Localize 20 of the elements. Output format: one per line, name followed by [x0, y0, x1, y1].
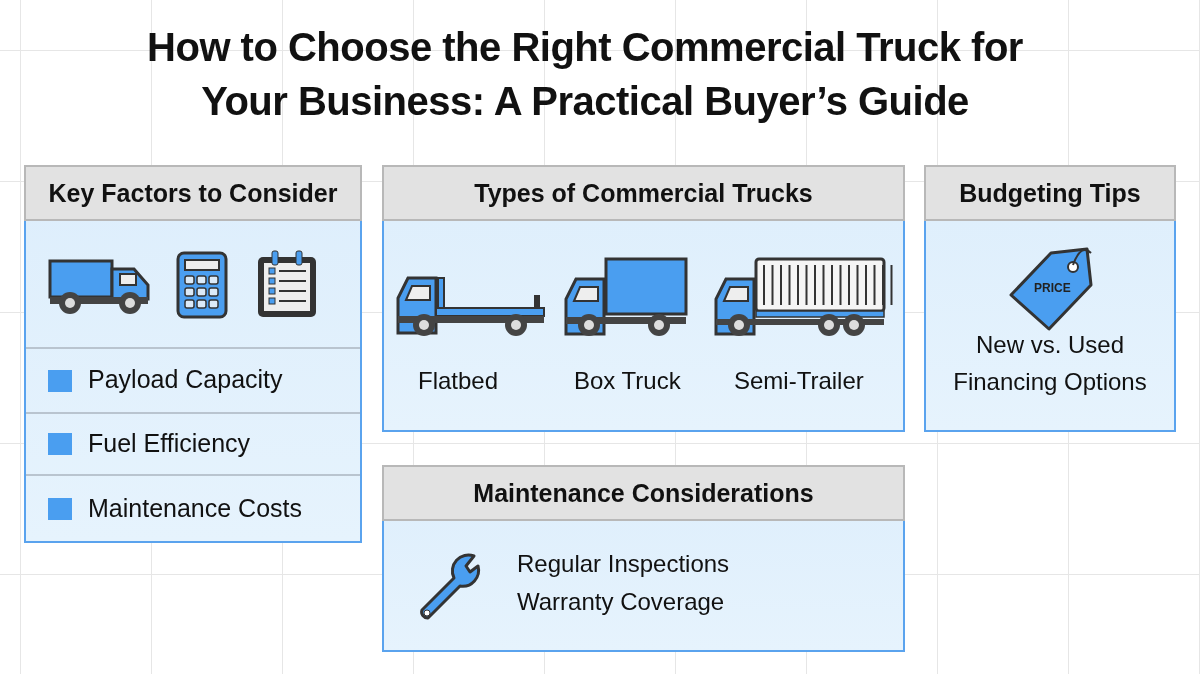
panel-heading: Maintenance Considerations	[473, 478, 814, 508]
budget-tip: Financing Options	[952, 368, 1148, 396]
budget-tip: New vs. Used	[974, 331, 1125, 359]
panel-heading: Types of Commercial Trucks	[474, 178, 813, 208]
truck-type-label: Flatbed	[418, 367, 499, 395]
section-panel	[382, 165, 905, 432]
maintenance-item: Regular Inspections	[517, 550, 730, 578]
list-item: Fuel Efficiency	[88, 428, 251, 459]
list-item: Maintenance Costs	[88, 493, 302, 524]
list-item: Payload Capacity	[88, 364, 283, 395]
section-panel	[924, 165, 1176, 432]
panel-heading: Budgeting Tips	[959, 178, 1141, 208]
truck-type-label: Semi-Trailer	[734, 367, 864, 395]
price-tag-label: PRICE	[1034, 281, 1071, 295]
title: How to Choose the Right Commercial Truck for Your Business: A Practical Buyer’s Guide	[146, 24, 1024, 125]
panel-heading: Key Factors to Consider	[48, 178, 338, 208]
maintenance-item: Warranty Coverage	[517, 588, 725, 616]
section-panel	[24, 165, 362, 543]
truck-type-label: Box Truck	[574, 367, 681, 395]
section-panel	[382, 465, 905, 652]
